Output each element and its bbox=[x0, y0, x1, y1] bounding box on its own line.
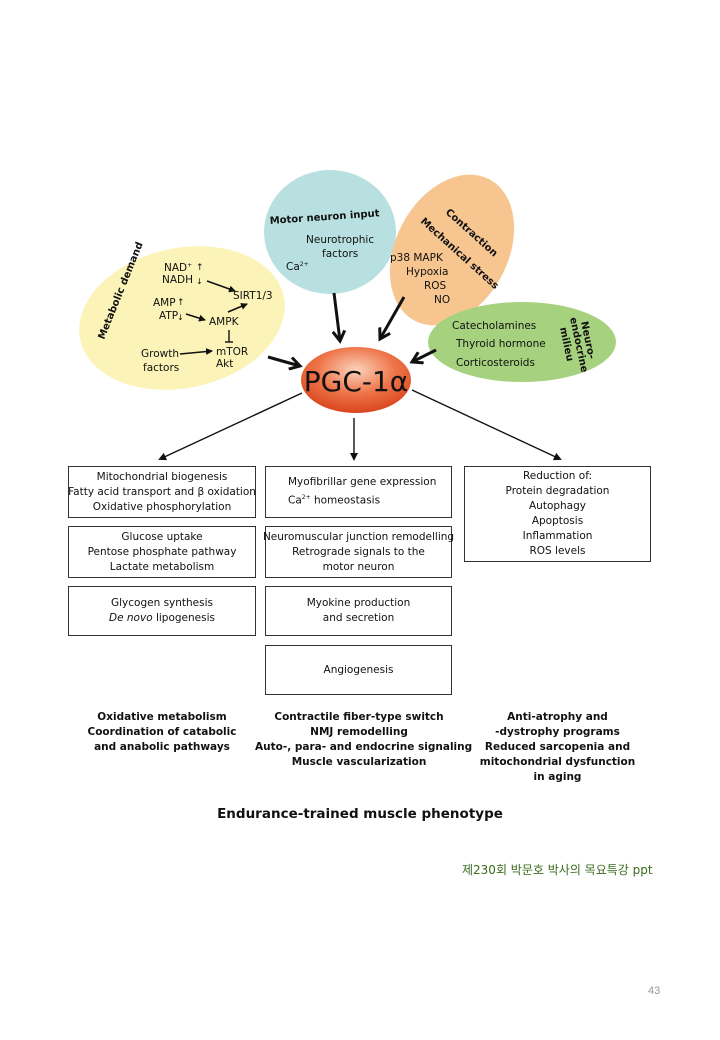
summary-left: Oxidative metabolism Coordination of cat… bbox=[68, 710, 256, 755]
neurotrophic-label-2: factors bbox=[322, 248, 358, 260]
contraction-item: Hypoxia bbox=[406, 266, 448, 278]
motor-neuron-ellipse bbox=[264, 170, 396, 294]
effect-box-myofibrillar: Myofibrillar gene expression Ca2+ homeos… bbox=[265, 466, 452, 518]
box-line: Myofibrillar gene expression bbox=[288, 476, 437, 489]
contraction-item: ROS bbox=[424, 280, 447, 292]
summary-line: Reduced sarcopenia and bbox=[484, 741, 631, 753]
contraction-ellipse bbox=[389, 174, 515, 326]
summary-right: Anti-atrophy and -dystrophy programs Red… bbox=[464, 710, 651, 785]
box-text: Ca bbox=[288, 494, 302, 507]
box-line: Glycogen synthesis bbox=[110, 597, 213, 609]
box-line: Oxidative phosphorylation bbox=[92, 500, 232, 513]
summary-line: Coordination of catabolic bbox=[87, 726, 237, 738]
neuroendocrine-ellipse bbox=[428, 302, 616, 382]
box-line: Reduction of: bbox=[522, 470, 593, 482]
box-line: Retrograde signals to the bbox=[292, 545, 425, 558]
box-line: Glucose uptake bbox=[121, 530, 203, 543]
box-line: Neuromuscular junction remodelling bbox=[262, 530, 455, 543]
atp-to-ampk-arrow bbox=[185, 313, 206, 322]
box-line: Lactate metabolism bbox=[109, 560, 215, 573]
italic-text: De novo bbox=[109, 612, 153, 624]
motor-ca-label: Ca2+ bbox=[286, 261, 309, 273]
ampk-to-sirt-arrow bbox=[227, 303, 248, 313]
nad-up-icon: ↑ bbox=[196, 263, 204, 273]
box-line: Ca2+ homeostasis bbox=[288, 490, 380, 509]
box-line: Autophagy bbox=[528, 500, 586, 512]
growth-to-mtor-arrow bbox=[179, 348, 213, 356]
summary-line: NMJ remodelling bbox=[310, 726, 408, 738]
box-line: Apoptosis bbox=[531, 515, 584, 527]
neurotrophic-label-1: Neurotrophic bbox=[306, 234, 374, 246]
pgc1a-node bbox=[301, 347, 411, 413]
box-line: Pentose phosphate pathway bbox=[87, 545, 237, 558]
sirt-label: SIRT1/3 bbox=[233, 290, 273, 302]
effect-box-glycogen: Glycogen synthesis De novo lipogenesis bbox=[68, 586, 256, 636]
summary-line: Anti-atrophy and bbox=[507, 711, 608, 723]
atp-label: ATP bbox=[159, 310, 178, 322]
contraction-to-pgc-arrow bbox=[380, 296, 406, 339]
ampk-label: AMPK bbox=[209, 316, 240, 328]
pgc1a-label: PGC-1α bbox=[304, 365, 409, 398]
box-line: Myokine production bbox=[306, 597, 411, 609]
atp-down-icon: ↓ bbox=[177, 313, 184, 322]
summary-line: Oxidative metabolism bbox=[97, 711, 227, 723]
summary-middle: Contractile fiber-type switch NMJ remode… bbox=[255, 710, 473, 770]
box-line: Protein degradation bbox=[505, 485, 610, 497]
metabolic-demand-ellipse bbox=[79, 246, 285, 390]
source-credit: 제230회 박문호 박사의 목요특강 ppt bbox=[462, 863, 653, 877]
akt-label: Akt bbox=[216, 358, 233, 370]
effect-box-glucose: Glucose uptake Pentose phosphate pathway… bbox=[68, 526, 256, 578]
motor-to-pgc-arrow bbox=[334, 292, 340, 341]
summary-line: Contractile fiber-type switch bbox=[274, 711, 444, 723]
growth-factors-label-1: Growth bbox=[141, 348, 179, 360]
box-line: motor neuron bbox=[322, 560, 395, 573]
amp-label: AMP bbox=[153, 297, 176, 309]
summary-line: -dystrophy programs bbox=[495, 726, 620, 738]
phenotype-title: Endurance-trained muscle phenotype bbox=[217, 806, 503, 822]
box-line: Fatty acid transport and β oxidation bbox=[68, 485, 256, 498]
nad-label: NAD+ bbox=[164, 262, 192, 274]
box-line: ROS levels bbox=[529, 545, 586, 557]
page-number: 43 bbox=[648, 985, 661, 997]
pgc-to-right-arrow bbox=[411, 389, 562, 461]
growth-factors-label-2: factors bbox=[143, 362, 179, 374]
nadh-down-icon: ↓ bbox=[196, 277, 203, 286]
summary-line: and anabolic pathways bbox=[94, 741, 230, 753]
amp-up-icon: ↑ bbox=[177, 298, 185, 308]
summary-line: in aging bbox=[533, 771, 582, 783]
effect-box-myokine: Myokine production and secretion bbox=[265, 586, 452, 636]
contraction-item: NO bbox=[434, 294, 450, 306]
neuroendocrine-item: Corticosteroids bbox=[456, 357, 535, 369]
contraction-item: p38 MAPK bbox=[390, 252, 444, 264]
mtor-label: mTOR bbox=[216, 346, 248, 358]
nadh-to-sirt-arrow bbox=[206, 280, 236, 293]
metabolic-to-pgc-arrow bbox=[267, 355, 300, 366]
box-line: Inflammation bbox=[522, 530, 593, 542]
effect-box-mitochondrial: Mitochondrial biogenesis Fatty acid tran… bbox=[68, 466, 256, 518]
box-line: Angiogenesis bbox=[323, 663, 394, 676]
box-text: lipogenesis bbox=[152, 612, 215, 624]
effect-box-reduction: Reduction of: Protein degradation Autoph… bbox=[464, 466, 651, 562]
effect-box-angiogenesis: Angiogenesis bbox=[265, 645, 452, 695]
box-line: De novo lipogenesis bbox=[109, 611, 215, 626]
summary-line: mitochondrial dysfunction bbox=[479, 756, 636, 768]
box-text: homeostasis bbox=[310, 494, 381, 507]
box-line: Mitochondrial biogenesis bbox=[96, 470, 228, 483]
box-line: and secretion bbox=[322, 612, 395, 624]
pgc-to-left-arrow bbox=[158, 392, 303, 461]
effect-box-nmj: Neuromuscular junction remodelling Retro… bbox=[262, 526, 455, 578]
neuroendocrine-to-pgc-arrow bbox=[412, 348, 437, 362]
superscript: 2+ bbox=[301, 494, 311, 502]
summary-line: Auto-, para- and endocrine signaling bbox=[255, 741, 473, 753]
neuroendocrine-item: Catecholamines bbox=[452, 320, 536, 332]
neuroendocrine-item: Thyroid hormone bbox=[455, 338, 546, 350]
nadh-label: NADH bbox=[162, 274, 193, 286]
summary-line: Muscle vascularization bbox=[291, 756, 427, 768]
